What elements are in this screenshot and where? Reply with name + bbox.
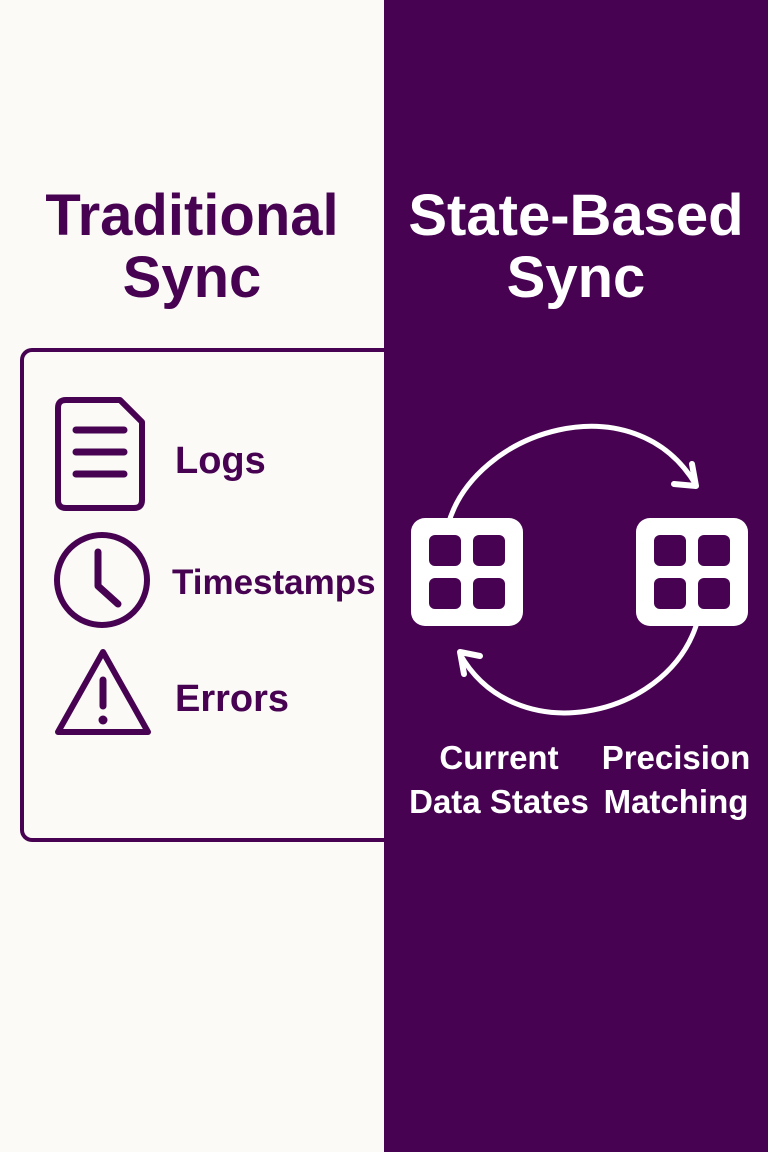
current-data-state-grid-icon <box>411 518 523 626</box>
errors-label: Errors <box>175 678 290 720</box>
matched-data-state-grid-icon <box>636 518 748 626</box>
state-based-title-line1: State-Based <box>408 183 744 248</box>
traditional-title-line1: Traditional <box>45 183 339 248</box>
logs-label: Logs <box>175 440 266 482</box>
traditional-sync-title: Traditional Sync <box>0 185 384 309</box>
document-icon <box>55 397 145 511</box>
precision-matching-caption: Precision Matching <box>596 736 756 824</box>
caption-current-line1: Current <box>439 739 559 776</box>
traditional-sync-panel <box>0 0 384 1152</box>
sync-cycle-diagram <box>411 423 748 716</box>
timestamps-label: Timestamps <box>172 563 376 602</box>
warning-icon <box>55 649 151 735</box>
sync-cycle-arrows <box>445 423 699 716</box>
caption-precision-line1: Precision <box>601 739 751 776</box>
traditional-items-box <box>20 348 384 842</box>
current-data-states-caption: Current Data States <box>404 736 594 824</box>
state-based-sync-title: State-Based Sync <box>384 185 768 309</box>
clock-icon <box>54 532 150 628</box>
state-based-title-line2: Sync <box>506 245 646 310</box>
caption-current-line2: Data States <box>409 783 589 820</box>
caption-precision-line2: Matching <box>603 783 749 820</box>
traditional-title-line2: Sync <box>122 245 262 310</box>
